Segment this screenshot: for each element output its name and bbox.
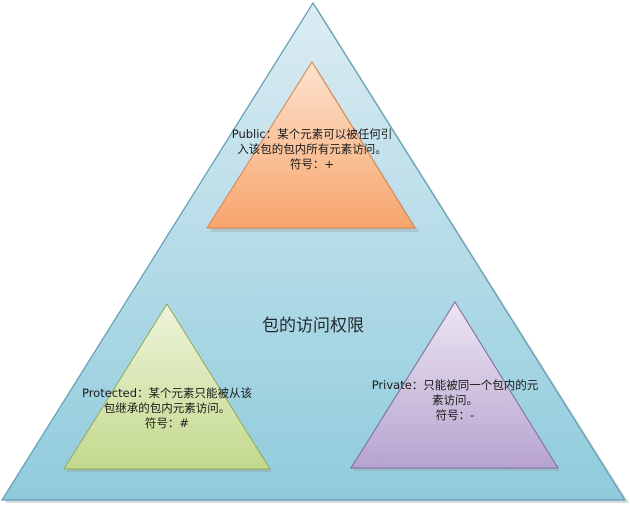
public-triangle (206, 61, 416, 229)
public-description: Public：某个元素可以被任何引 入该包的包内所有元素访问。 符号：+ (200, 127, 424, 172)
protected-triangle (63, 303, 271, 470)
protected-line-3: 符号：# (144, 416, 190, 430)
protected-description: Protected：某个元素只能被从该 包继承的包内元素访问。 符号：# (52, 386, 282, 431)
private-line-3: 符号：- (435, 408, 475, 422)
private-description: Private：只能被同一个包内的元 素访问。 符号：- (340, 378, 570, 423)
private-line-2: 素访问。 (432, 393, 478, 407)
public-line-1: Public：某个元素可以被任何引 (231, 127, 393, 141)
private-triangle (350, 301, 559, 469)
center-title: 包的访问权限 (262, 316, 364, 336)
public-line-3: 符号：+ (289, 157, 335, 171)
protected-line-2: 包继承的包内元素访问。 (103, 401, 231, 415)
private-line-1: Private：只能被同一个包内的元 (371, 378, 539, 392)
protected-line-1: Protected：某个元素只能被从该 (81, 386, 253, 400)
public-line-2: 入该包的包内所有元素访问。 (237, 142, 387, 156)
